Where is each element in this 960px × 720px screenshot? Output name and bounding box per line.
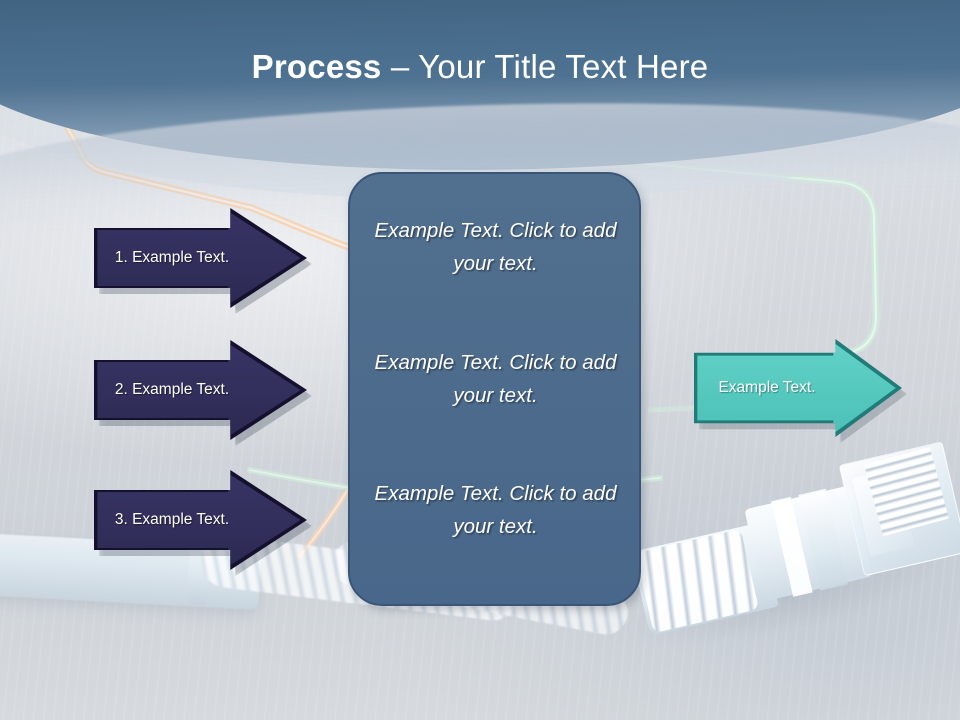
center-box-text-1: Example Text. Click to add your text. <box>374 219 617 275</box>
center-process-box[interactable]: Example Text. Click to add your text. Ex… <box>348 172 641 606</box>
step-arrow-3-label: 3. Example Text. <box>114 511 230 528</box>
step-arrow-1-label: 1. Example Text. <box>114 249 230 266</box>
rj45-boot-ribs <box>635 528 760 634</box>
step-arrow-2-label: 2. Example Text. <box>114 381 230 398</box>
page-title-bold: Process <box>251 48 382 85</box>
page-title-rest: – Your Title Text Here <box>381 48 709 85</box>
center-box-text-2: Example Text. Click to add your text. <box>374 351 617 407</box>
page-title: Process – Your Title Text Here <box>0 46 960 88</box>
result-arrow-label: Example Text. <box>718 379 816 396</box>
center-box-text-3: Example Text. Click to add your text. <box>374 482 617 538</box>
